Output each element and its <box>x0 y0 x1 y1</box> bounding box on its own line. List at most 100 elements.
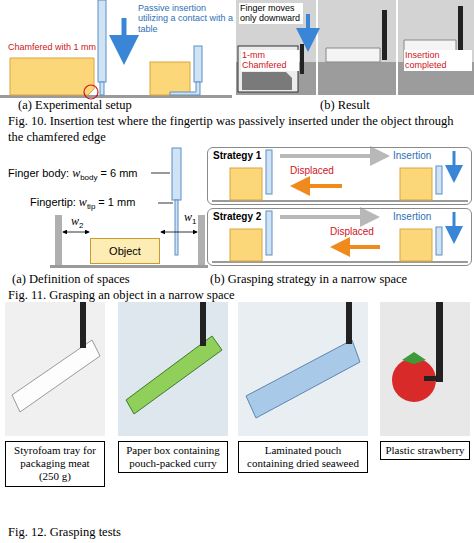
insertion-arrow <box>453 151 456 174</box>
insertion-arrow <box>453 212 456 235</box>
strawberry-leaves <box>402 352 426 364</box>
figure-caption: Fig. 10. Insertion test where the finger… <box>8 114 466 145</box>
sample-label-box: Paper box containing pouch-packed curry <box>118 441 228 473</box>
wall <box>198 215 205 265</box>
finger <box>436 227 442 255</box>
photo <box>318 0 396 95</box>
symbol: w <box>72 166 80 180</box>
gripper <box>436 302 443 382</box>
strategy-panel: Strategy 2 InsertionDisplaced <box>207 208 472 266</box>
displace-arrow <box>300 184 342 188</box>
move-arrow <box>280 215 370 219</box>
sample-label-box: Plastic strawberry <box>380 441 470 460</box>
dimension-label: w1 <box>181 210 199 229</box>
sample-name: Styrofoam tray for packaging meat (250 g… <box>14 444 96 482</box>
downward-arrow <box>306 14 310 40</box>
annotation: Finger moves only downward <box>239 3 303 24</box>
sample-name: Paper box containing pouch-packed curry <box>126 444 219 469</box>
insertion-label: Insertion <box>393 211 431 223</box>
gripper <box>300 44 304 74</box>
object-inset <box>150 62 190 95</box>
dimension-text: Fingertip: <box>30 196 76 208</box>
dimension-text: Finger body: <box>8 167 69 179</box>
leader-line <box>151 173 170 174</box>
annotation: Insertion completed <box>404 50 472 71</box>
symbol: w <box>184 210 192 224</box>
gripper <box>80 302 86 348</box>
gripper <box>346 302 352 344</box>
figure-caption: Fig. 12. Grasping tests <box>8 525 466 541</box>
laminated-pouch <box>246 340 360 418</box>
displaced-label: Displaced <box>290 165 334 177</box>
sample-label-box: Laminated pouch containing dried seaweed <box>238 441 368 473</box>
gripper <box>200 302 206 346</box>
finger <box>436 166 442 194</box>
object-box: Object <box>90 238 160 264</box>
photo-table <box>318 62 396 95</box>
photo <box>398 0 474 95</box>
gripper-tip <box>424 376 443 381</box>
finger <box>266 150 272 194</box>
chamfered-object <box>242 72 292 90</box>
subscript: 1 <box>192 217 196 226</box>
dimension-label: Finger body:wbody = 6 mm <box>8 166 138 185</box>
photo <box>118 302 228 436</box>
sample-name: Laminated pouch containing dried seaweed <box>247 444 359 469</box>
fingertip-inset <box>170 82 200 95</box>
displace-arrow <box>340 245 380 249</box>
displaced-label: Displaced <box>330 226 374 238</box>
object-drawing <box>400 229 432 261</box>
dimension-label: Fingertip:wtip= 1 mm <box>30 195 135 214</box>
strategy-title: Strategy 2 <box>213 211 261 223</box>
strategy-title: Strategy 1 <box>213 150 261 162</box>
symbol: w <box>79 195 87 209</box>
fingertip <box>100 82 104 95</box>
sample-label-box: Styrofoam tray for packaging meat (250 g… <box>5 441 105 487</box>
object-photo <box>326 48 380 62</box>
photo <box>5 302 105 436</box>
finger-body <box>172 148 181 200</box>
move-arrow <box>280 154 380 158</box>
dimension-text: = 1 mm <box>98 196 135 208</box>
fingertip <box>175 200 178 255</box>
wall <box>55 215 62 265</box>
subscript: tip <box>87 202 95 211</box>
dimension-text: = 6 mm <box>101 167 138 179</box>
leader-line <box>158 203 173 204</box>
paper-box <box>126 336 222 414</box>
annotation: Chamfered with 1 mm <box>8 42 96 52</box>
annotation: 1-mm Chamfered <box>241 50 299 71</box>
annotation: Passive insertion utilizing a contact wi… <box>138 3 234 34</box>
object-drawing <box>10 58 94 95</box>
subcaption: (b) Result <box>320 98 450 114</box>
subscript: body <box>80 173 97 182</box>
subcaption: (b) Grasping strategy in a narrow space <box>210 272 472 288</box>
finger-inset <box>194 46 202 82</box>
object-drawing <box>230 168 262 200</box>
figure-caption: Fig. 11. Grasping an object in a narrow … <box>8 288 466 304</box>
object-label: Object <box>109 245 141 257</box>
subcaption: (a) Experimental setup <box>18 98 228 114</box>
photo-inset <box>238 46 298 92</box>
insertion-arrow <box>122 18 127 50</box>
insertion-label: Insertion <box>393 150 431 162</box>
subcaption: (a) Definition of spaces <box>12 272 202 288</box>
dimension-arrow <box>63 232 89 233</box>
floor <box>50 265 208 268</box>
strategy-panel: Strategy 1 InsertionDisplaced <box>207 147 472 205</box>
dimension-arrow <box>161 232 197 233</box>
object-drawing <box>400 168 432 200</box>
object-drawing <box>230 229 262 261</box>
photo <box>238 302 368 436</box>
symbol: w <box>71 214 79 228</box>
dimension-label: w2 <box>68 214 86 233</box>
gripper <box>382 10 387 60</box>
finger <box>266 211 272 255</box>
styrofoam-tray <box>12 340 100 412</box>
photo <box>380 302 470 436</box>
finger-body <box>98 0 106 82</box>
chamfer-mark <box>84 85 98 99</box>
photo <box>236 0 316 95</box>
sample-name: Plastic strawberry <box>385 444 464 456</box>
